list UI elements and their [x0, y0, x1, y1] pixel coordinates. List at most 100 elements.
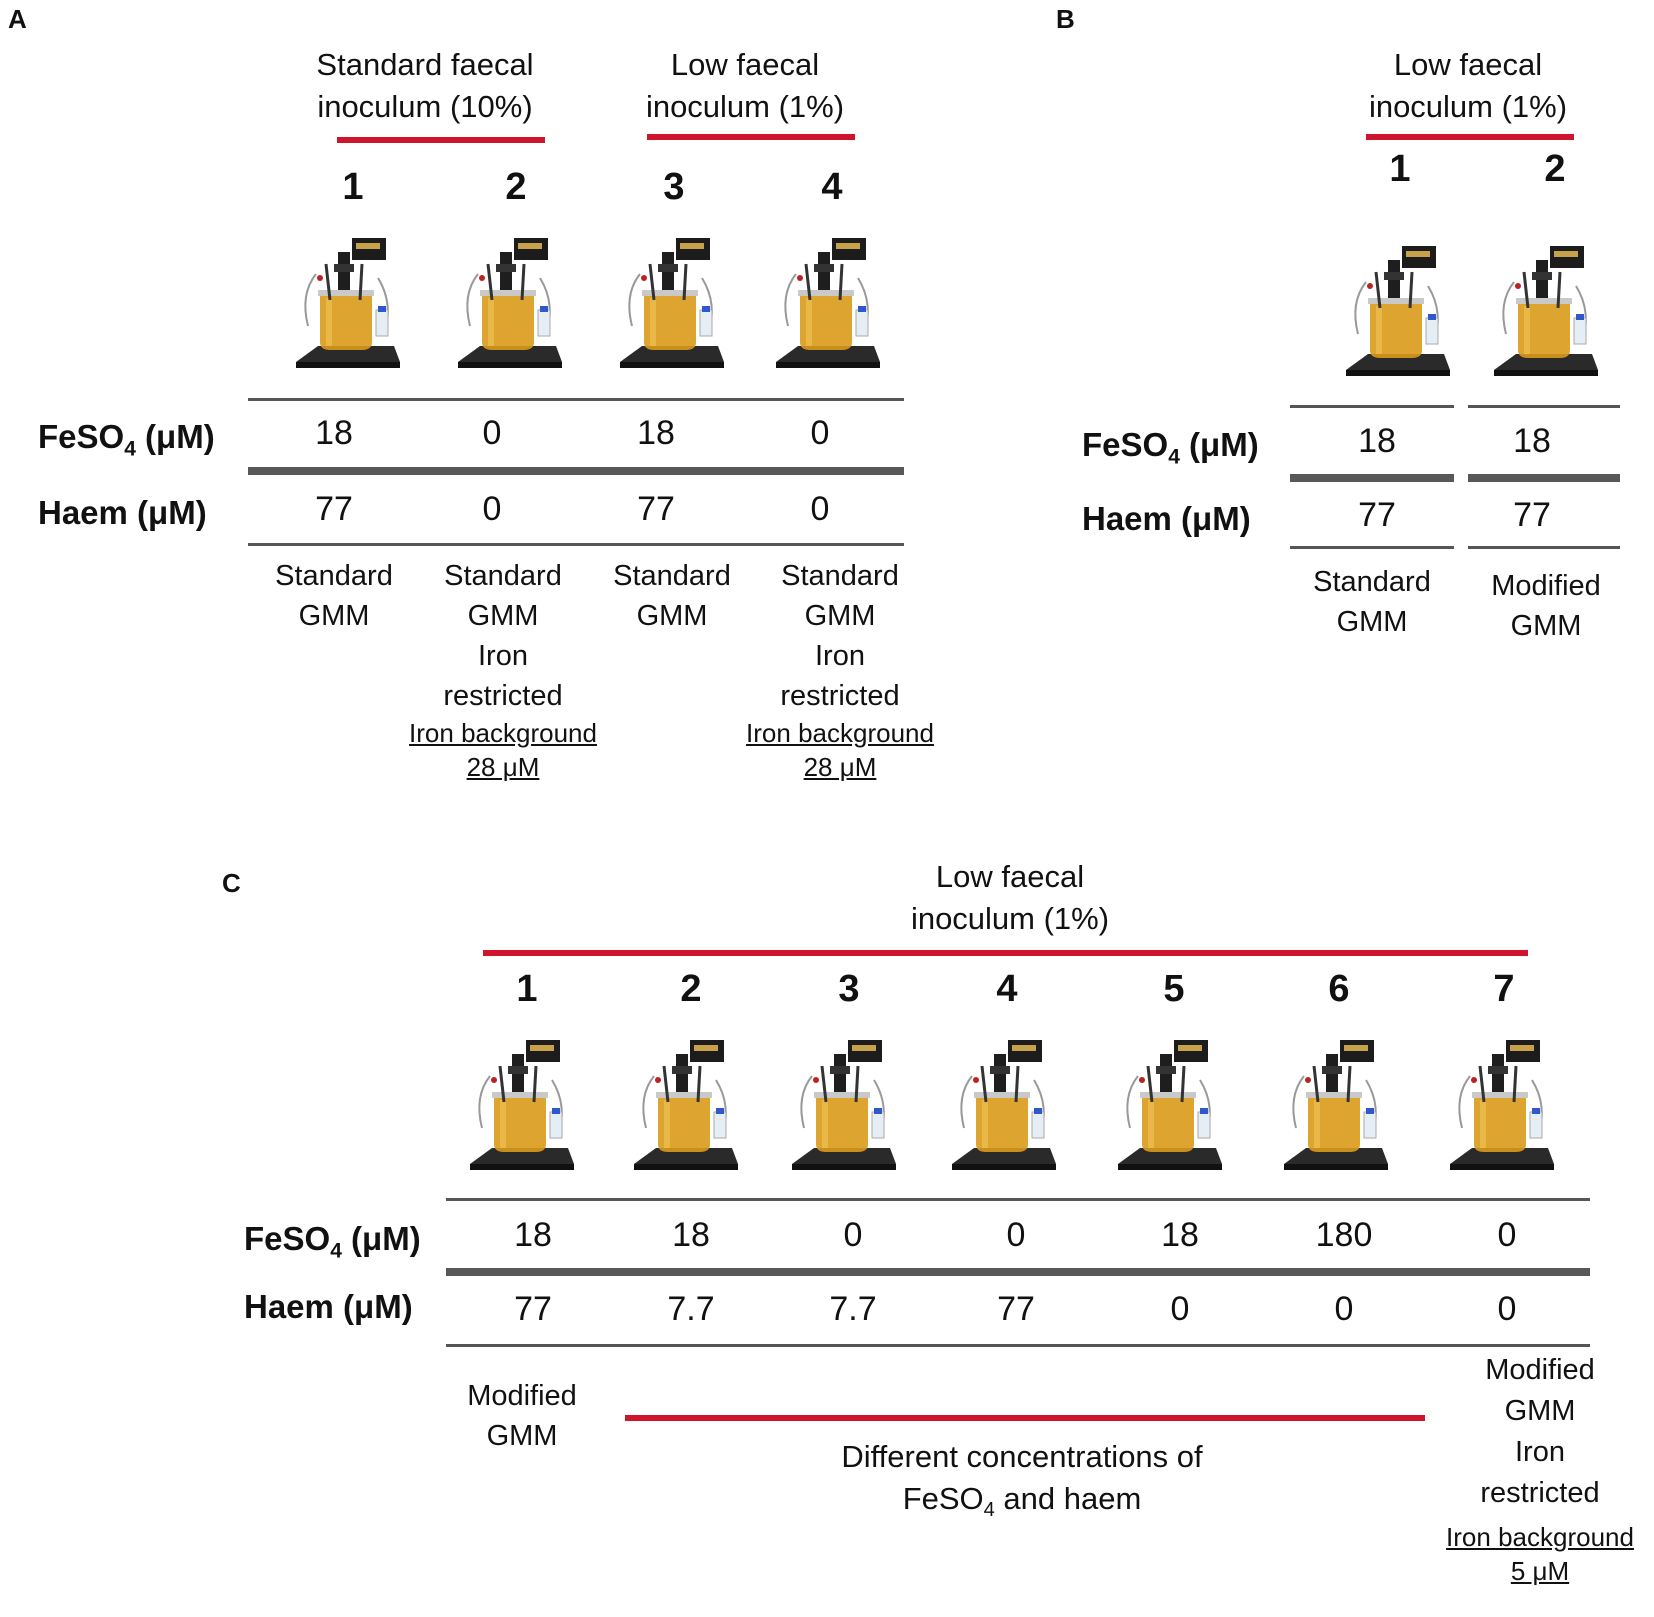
panel-c-group-bar [483, 950, 1528, 956]
note-line: Standard [444, 560, 562, 592]
label-unit: (μM) [135, 418, 215, 455]
panel-c-vessel-number: 2 [680, 968, 702, 1010]
note-line: Iron [478, 640, 528, 672]
iron-background-value: 28 μM [803, 752, 877, 782]
feso4-value: 18 [1161, 1216, 1199, 1254]
note-line: GMM [1336, 606, 1408, 638]
haem-value: 77 [1513, 496, 1551, 534]
panel-c-vessel-number: 6 [1328, 968, 1350, 1010]
note-line: GMM [467, 600, 539, 632]
panel-c-vessel-number: 5 [1163, 968, 1185, 1010]
haem-value: 0 [1170, 1290, 1190, 1328]
panel-b-media-note: Standard GMM [1262, 562, 1482, 642]
group-header-line: Low faecal [935, 859, 1085, 894]
panel-b-vessel-number: 1 [1389, 148, 1411, 190]
note-line: Modified [1491, 570, 1601, 602]
table-rule [248, 398, 904, 401]
label-text: FeSO [38, 418, 125, 455]
bioreactor-icon [452, 236, 564, 370]
note-line: Different concentrations of [841, 1439, 1203, 1474]
feso4-value: 0 [1006, 1216, 1026, 1254]
note-line: GMM [1510, 610, 1582, 642]
table-rule [1290, 474, 1454, 482]
haem-value: 77 [997, 1290, 1035, 1328]
panel-a-media-note: Standard GMM [562, 556, 782, 636]
feso4-value: 0 [1497, 1216, 1517, 1254]
iron-background-label: Iron background [409, 718, 597, 748]
group-header-line: inoculum (1%) [1368, 89, 1568, 124]
panel-a-group-2-bar [647, 134, 855, 140]
bioreactor-icon [464, 1038, 576, 1172]
note-line: GMM [1504, 1395, 1576, 1427]
note-line: GMM [486, 1420, 558, 1452]
iron-background-label: Iron background [746, 718, 934, 748]
note-text: and haem [994, 1481, 1142, 1516]
note-line: Iron [1515, 1436, 1565, 1468]
group-header-line: inoculum (1%) [645, 89, 845, 124]
feso4-value: 18 [1513, 422, 1551, 460]
iron-background-value: 5 μM [1510, 1556, 1570, 1586]
feso4-row-label: FeSO4 (μM) [1082, 426, 1259, 470]
bioreactor-icon [946, 1038, 1058, 1172]
label-subscript: 4 [330, 1239, 342, 1263]
group-header-line: inoculum (1%) [910, 901, 1110, 936]
panel-a-group-1-header: Standard faecal inoculum (10%) [290, 44, 560, 128]
note-line: Modified [1485, 1354, 1595, 1386]
feso4-value: 18 [672, 1216, 710, 1254]
label-subscript: 4 [124, 437, 136, 461]
label-subscript: 4 [1168, 445, 1180, 469]
haem-value: 7.7 [829, 1290, 877, 1328]
label-text: FeSO [244, 1220, 331, 1257]
feso4-value: 0 [482, 414, 502, 452]
haem-value: 77 [514, 1290, 552, 1328]
table-rule [1290, 546, 1454, 549]
bioreactor-icon [1340, 244, 1452, 378]
haem-row-label: Haem (μM) [1082, 500, 1251, 537]
bioreactor-icon [1444, 1038, 1556, 1172]
feso4-value: 18 [1358, 422, 1396, 460]
note-line: FeSO4 and haem [822, 1478, 1222, 1531]
haem-row-label: Haem (μM) [38, 494, 207, 531]
feso4-value: 18 [637, 414, 675, 452]
table-rule [446, 1268, 1590, 1276]
panel-a-media-note: Standard GMM Iron restricted Iron backgr… [730, 556, 950, 784]
panel-c-concentration-bar [625, 1415, 1425, 1421]
label-unit: (μM) [341, 1220, 421, 1257]
note-subscript: 4 [983, 1499, 995, 1522]
panel-c-middle-note: Different concentrations of FeSO4 and ha… [822, 1436, 1222, 1531]
panel-c-left-note: Modified GMM [412, 1376, 632, 1456]
note-line: GMM [298, 600, 370, 632]
haem-value: 0 [482, 490, 502, 528]
panel-a-group-1-bar [337, 137, 545, 143]
table-rule [248, 543, 904, 546]
panel-a-vessel-number: 3 [663, 166, 685, 208]
bioreactor-icon [1112, 1038, 1224, 1172]
panel-c-group-header: Low faecal inoculum (1%) [870, 856, 1150, 940]
panel-b-vessel-number: 2 [1544, 148, 1566, 190]
bioreactor-icon [1488, 244, 1600, 378]
feso4-value: 0 [810, 414, 830, 452]
table-rule [446, 1344, 1590, 1347]
table-rule [1290, 405, 1454, 408]
note-text: FeSO [902, 1481, 984, 1516]
haem-value: 77 [315, 490, 353, 528]
feso4-value: 180 [1315, 1216, 1373, 1254]
feso4-value: 0 [843, 1216, 863, 1254]
panel-b-group-header: Low faecal inoculum (1%) [1328, 44, 1608, 128]
haem-value: 7.7 [667, 1290, 715, 1328]
panel-c-vessel-number: 1 [516, 968, 538, 1010]
table-rule [1468, 546, 1620, 549]
panel-a-label: A [8, 4, 27, 34]
panel-a-vessel-number: 4 [821, 166, 843, 208]
note-line: restricted [1480, 1477, 1600, 1509]
note-line: Standard [275, 560, 393, 592]
note-line: restricted [780, 680, 900, 712]
table-rule [1468, 405, 1620, 408]
haem-value: 77 [1358, 496, 1396, 534]
panel-a-media-note: Standard GMM Iron restricted Iron backgr… [393, 556, 613, 784]
haem-value: 77 [637, 490, 675, 528]
note-line: Standard [781, 560, 899, 592]
group-header-line: Low faecal [1393, 47, 1543, 82]
panel-c-vessel-number: 3 [838, 968, 860, 1010]
label-text: FeSO [1082, 426, 1169, 463]
